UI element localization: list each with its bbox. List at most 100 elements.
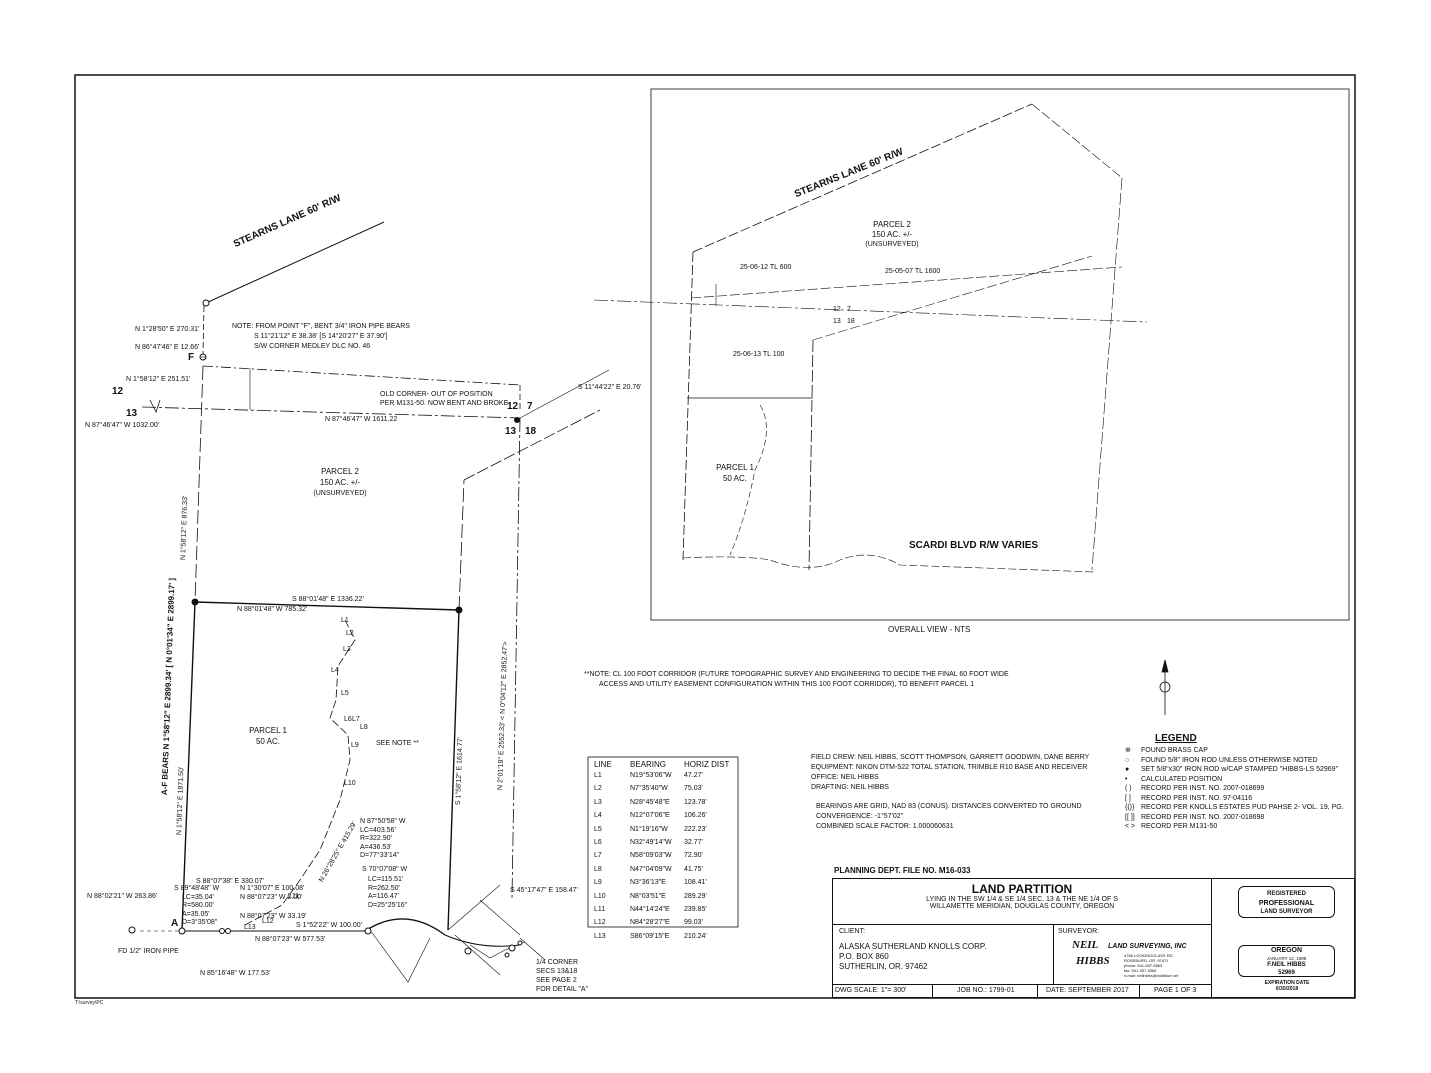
line-mark: L1 [341,617,349,624]
brace-paren-icon: {()} [1125,804,1135,811]
registered-stamp: REGISTERED PROFESSIONAL LAND SURVEYOR [1238,886,1335,918]
line-mark: L4 [331,667,339,674]
overall-view-frame [650,88,1350,621]
line-mark: L2 [346,630,354,637]
parcel2-label: PARCEL 2 150 AC. +/- (UNSURVEYED) [313,467,367,497]
corridor-note: **NOTE: CL 100 FOOT CORRIDOR (FUTURE TOP… [584,671,1009,688]
line-mark: L10 [344,780,356,787]
curve-right-data: LC=115.51' R=262.50' A=116.47' D=25°25'1… [368,876,408,909]
line-mark: L6 [344,716,352,723]
dwg-scale-cell: DWG SCALE: 1"= 300' [832,984,933,998]
legend-item: < >RECORD PER M131-50 [1125,823,1218,830]
overall-corner: 7 [847,306,851,313]
tax-lot-label: 25-06-13 TL 100 [733,351,785,358]
line-mark: L9 [351,742,359,749]
line-table-header: LINE BEARING HORIZ DIST [594,760,730,769]
job-no-cell: JOB NO.: 1799-01 [932,984,1038,998]
legend-item: ⊕FOUND BRASS CAP [1125,747,1208,754]
course-label: N 1°58'12" E 251.51' [126,376,191,383]
stamp-cell [1211,878,1355,998]
title-cell: LAND PARTITION LYING IN THE SW 1/4 & SE … [832,878,1212,925]
line-mark: L3 [343,646,351,653]
course-label: S 70°07'08" W [362,866,408,873]
brass-cap-icon: ⊕ [1125,747,1131,754]
main-plan-linework [128,221,610,983]
planning-file-no: PLANNING DEPT. FILE NO. M16-033 [834,866,971,875]
course-label: N 1°30'07" E 100.08' [240,885,305,892]
overall-view-caption: OVERALL VIEW - NTS [888,625,971,634]
land-partition-title: LAND PARTITION [971,882,1073,896]
sheet-border [74,74,1356,999]
bracket-icon: [ ] [1125,794,1131,802]
overall-parcel2-label: PARCEL 2 150 AC. +/- (UNSURVEYED) [865,220,919,248]
stearns-point [202,299,210,307]
course-label: N 1°28'50" E 270.31' [135,326,200,333]
course-label: S 88°01'48" E 1336.22' [292,596,364,603]
line-mark: L12 [262,918,274,925]
legend-title: LEGEND [1155,733,1197,744]
course-label: S 88°07'38" E 330.07' [196,878,264,885]
legend-item: [[ ]]RECORD PER INST. NO. 2007-018698 [1125,813,1265,821]
oregon-stamp: OREGON JANUARY 12, 1999 F.NEIL HIBBS 529… [1238,945,1335,977]
corner-label: 18 [525,426,537,437]
course-label: N 86°47'46" E 12.66' [135,344,200,351]
see-note-label: SEE NOTE ** [376,740,419,747]
line-table-frame [587,756,739,928]
parcel1-label: PARCEL 1 50 AC. [249,726,287,746]
quarter-corner-note: 1/4 CORNER SECS 13&18 SEE PAGE 2 FOR DET… [536,959,589,993]
overall-view-linework [593,88,1350,621]
point-f-label: F [188,352,195,363]
course-label: N 85°16'48" W 177.53' [200,970,271,977]
old-corner-note: OLD CORNER- OUT OF POSITION PER M131-50.… [380,391,509,407]
point-a-label: A [171,918,179,929]
course-label: S 45°17'47" E 158.47' [510,887,578,894]
expiration-date: EXPIRATION DATE 6/30/2018 [1264,980,1310,992]
client-cell: CLIENT: ALASKA SUTHERLAND KNOLLS CORP. P… [832,924,1054,985]
field-info: FIELD CREW: NEIL HIBBS, SCOTT THOMPSON, … [811,754,1090,791]
stearns-lane-line [205,221,385,304]
corner-label: 12 [507,401,519,412]
north-arrow [1159,659,1171,715]
note-f: NOTE: FROM POINT "F", BENT 3/4" IRON PIP… [232,323,410,350]
footer-path: T:\survey\PC [75,1000,104,1006]
tax-lot-label: 25-05-07 TL 1600 [885,268,941,275]
scardi-blvd-label: SCARDI BLVD R/W VARIES [909,540,1039,551]
overall-corner: 18 [847,318,855,325]
corner-label: 12 [112,386,124,397]
line-mark: L13 [244,924,256,931]
overall-corner: 12 [833,306,841,313]
course-label: N 88°07'23" W 577.53' [255,936,326,943]
curve-left-data: S 89°48'48" W LC=35.04' R=580.00' A=35.0… [174,885,220,926]
surveyor-cell: SURVEYOR: NEIL HIBBS LAND SURVEYING, INC… [1053,924,1212,985]
filled-circle-icon: ● [1125,766,1130,773]
open-circle-icon: ○ [1125,756,1130,764]
overall-parcel1-label: PARCEL 1 50 AC. [716,463,754,483]
surveyor-logo: NEIL HIBBS [1072,939,1110,967]
course-label: S 11°44'22" E 20.76' [578,384,642,391]
fd-pipe-label: FD 1/2" IRON PIPE [118,948,179,955]
corner-label: 7 [527,401,533,412]
legend-item: ●SET 5/8"x30" IRON ROD w/CAP STAMPED "HI… [1125,766,1339,773]
course-label: N 87°46'47" W 1611.22 [325,416,398,423]
course-label: N 88°07'23" W 2.00' [240,894,303,901]
tax-lot-label: 25-06-12 TL 600 [740,264,792,271]
corner-label: 13 [505,426,517,437]
dot-icon: • [1125,775,1128,783]
course-label: N 88°07'23" W 33.19' [240,913,307,920]
line-mark: L7 [352,716,360,723]
parcel-common-line [194,601,460,611]
